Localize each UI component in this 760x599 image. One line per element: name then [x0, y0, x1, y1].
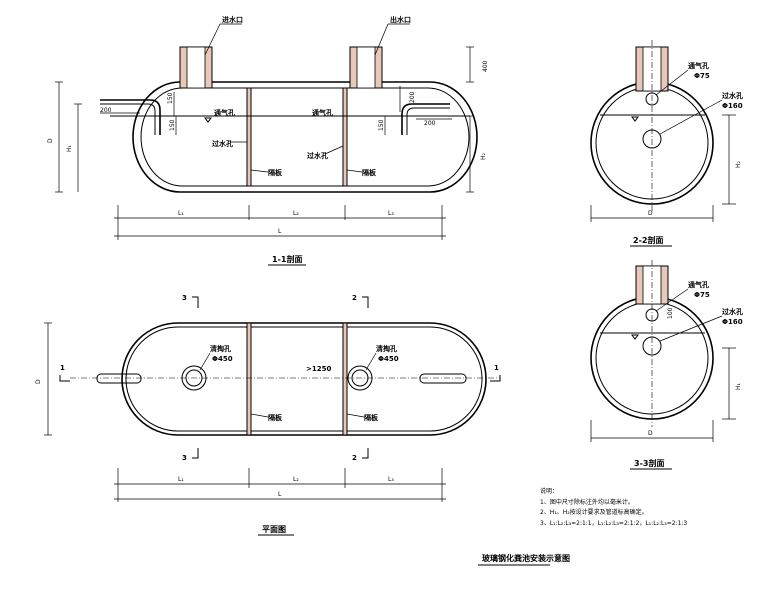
- tank-body-inner: [140, 87, 470, 187]
- plan-label-partition-right: 隔板: [364, 413, 379, 422]
- plan-title: 平面图: [262, 525, 286, 534]
- plan-inlet-pipe: [96, 373, 142, 384]
- tank-body-outer: [132, 81, 478, 193]
- plan-cleanout-left: [181, 365, 207, 391]
- plan-view: 清掏孔 Φ450 清掏孔 Φ450 >1250 隔板 隔板 3 3 2 2 1 …: [35, 294, 501, 536]
- marker-2-bottom: 2: [352, 454, 357, 462]
- s33-label-overflow: 过水孔: [722, 307, 743, 316]
- dim-L: L: [278, 228, 282, 235]
- section-2-2: 通气孔 Φ75 过水孔 Φ160 H₂ D 2-2剖面: [590, 40, 743, 247]
- dim-right-pipe: 200: [424, 120, 436, 127]
- dim-D-left: D: [47, 138, 54, 143]
- label-vent-right: 通气孔: [312, 108, 333, 117]
- s33-dim-100: 100: [667, 307, 674, 319]
- outlet-pipe: [401, 103, 450, 135]
- dim-L2: L₂: [293, 210, 299, 217]
- marker-1-right: 1: [494, 364, 499, 372]
- marker-3-bottom: 3: [182, 454, 187, 462]
- dim-H1-left: H₁: [66, 144, 73, 152]
- notes-line-3: 3、L₁:L₂:L₃=2:1:1，L₁:L₂:L₃=2:1:2，L₁:L₂:L₃…: [540, 520, 687, 527]
- dim-L3: L₃: [388, 210, 394, 217]
- label-vent-left: 通气孔: [214, 108, 235, 117]
- section-1-1: 150 150 150 200 200 200 进水口 出水口 通气孔 通气孔 …: [47, 15, 489, 266]
- s22-label-overflow: 过水孔: [722, 91, 743, 100]
- plan-label-partition-left: 隔板: [268, 413, 283, 422]
- marker-2-top: 2: [352, 294, 357, 302]
- partition-right: [342, 87, 348, 187]
- inlet-pipe: [100, 99, 161, 135]
- notes: 说明： 1、图中尺寸除标注外均以毫米计。 2、H₁、H₂按设计要求及管道标高确定…: [540, 487, 687, 527]
- dim-H2-right: H₂: [480, 152, 487, 160]
- dim-top-400: 400: [482, 60, 489, 72]
- s22-dim-D: D: [648, 210, 653, 217]
- label-partition-left: 隔板: [268, 168, 283, 177]
- plan-dim-L3: L₃: [388, 476, 394, 483]
- plan-dim-L: L: [278, 491, 282, 498]
- s33-label-vent: 通气孔: [688, 280, 709, 289]
- dim-150-r: 150: [378, 119, 385, 131]
- section-1-1-title: 1-1剖面: [272, 254, 302, 264]
- s22-label-vent: 通气孔: [688, 61, 709, 70]
- dim-150-left: 150: [167, 92, 174, 104]
- s33-dim-H: H₁: [735, 382, 742, 390]
- plan-dia-left: Φ450: [212, 355, 233, 363]
- section-2-2-title: 2-2剖面: [633, 235, 663, 245]
- s22-dim-H: H₂: [735, 160, 742, 168]
- plan-cleanout-right: [347, 365, 373, 391]
- s33-dim-D: D: [648, 430, 653, 437]
- s22-overflow-dia: Φ160: [722, 102, 743, 110]
- marker-1-left: 1: [60, 364, 65, 372]
- plan-dim-D: D: [35, 379, 42, 384]
- plan-dim-L2: L₂: [293, 476, 299, 483]
- dim-left-pipe: 200: [100, 107, 112, 114]
- plan-tank-outline: [121, 322, 487, 436]
- section-3-3: 通气孔 Φ75 100 过水孔 Φ160 H₁ D 3-3剖面: [590, 260, 743, 470]
- s33-overflow-dia: Φ160: [722, 318, 743, 326]
- section-3-3-title: 3-3剖面: [634, 458, 664, 468]
- plan-label-cleanout-right: 清掏孔: [376, 344, 397, 353]
- water-level-mark: [204, 117, 212, 123]
- plan-outlet-pipe: [419, 373, 467, 384]
- partition-left: [246, 87, 252, 187]
- label-partition-right: 隔板: [362, 168, 377, 177]
- dim-200: 200: [409, 91, 416, 103]
- plan-dia-right: Φ450: [378, 355, 399, 363]
- drawing-title: 玻璃钢化粪池安装示意图: [482, 553, 570, 563]
- notes-line-2: 2、H₁、H₂按设计要求及管道标高确定。: [540, 508, 648, 516]
- notes-line-1: 1、图中尺寸除标注外均以毫米计。: [540, 498, 634, 506]
- plan-dim-ge: >1250: [306, 365, 331, 373]
- label-overflow-right: 过水孔: [307, 151, 328, 160]
- plan-partition-right: [342, 322, 348, 436]
- plan-partition-left: [246, 322, 252, 436]
- plan-dim-L1: L₁: [178, 476, 184, 483]
- notes-heading: 说明：: [540, 487, 558, 495]
- marker-3-top: 3: [182, 294, 187, 302]
- plan-label-cleanout-left: 清掏孔: [210, 344, 231, 353]
- s33-vent-dia: Φ75: [694, 291, 710, 299]
- dim-150-right: 150: [169, 119, 176, 131]
- label-inlet: 进水口: [222, 15, 243, 24]
- s22-vent-dia: Φ75: [694, 72, 710, 80]
- dim-L1: L₁: [178, 210, 184, 217]
- label-outlet: 出水口: [390, 15, 411, 24]
- label-overflow-left: 过水孔: [212, 139, 233, 148]
